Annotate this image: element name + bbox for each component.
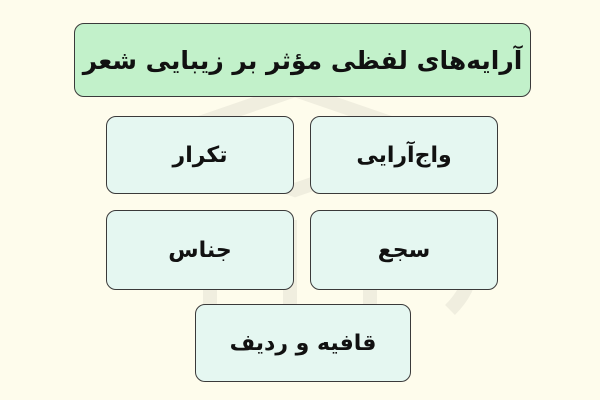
- item-jenas: جناس: [106, 210, 294, 290]
- diagram-title: آرایه‌های لفظی مؤثر بر زیبایی شعر: [74, 23, 531, 97]
- item-vaj-arayi: واج‌آرایی: [310, 116, 498, 194]
- item-saj: سجع: [310, 210, 498, 290]
- item-tekrar: تکرار: [106, 116, 294, 194]
- item-ghafie-va-radif: قافیه و ردیف: [195, 304, 411, 382]
